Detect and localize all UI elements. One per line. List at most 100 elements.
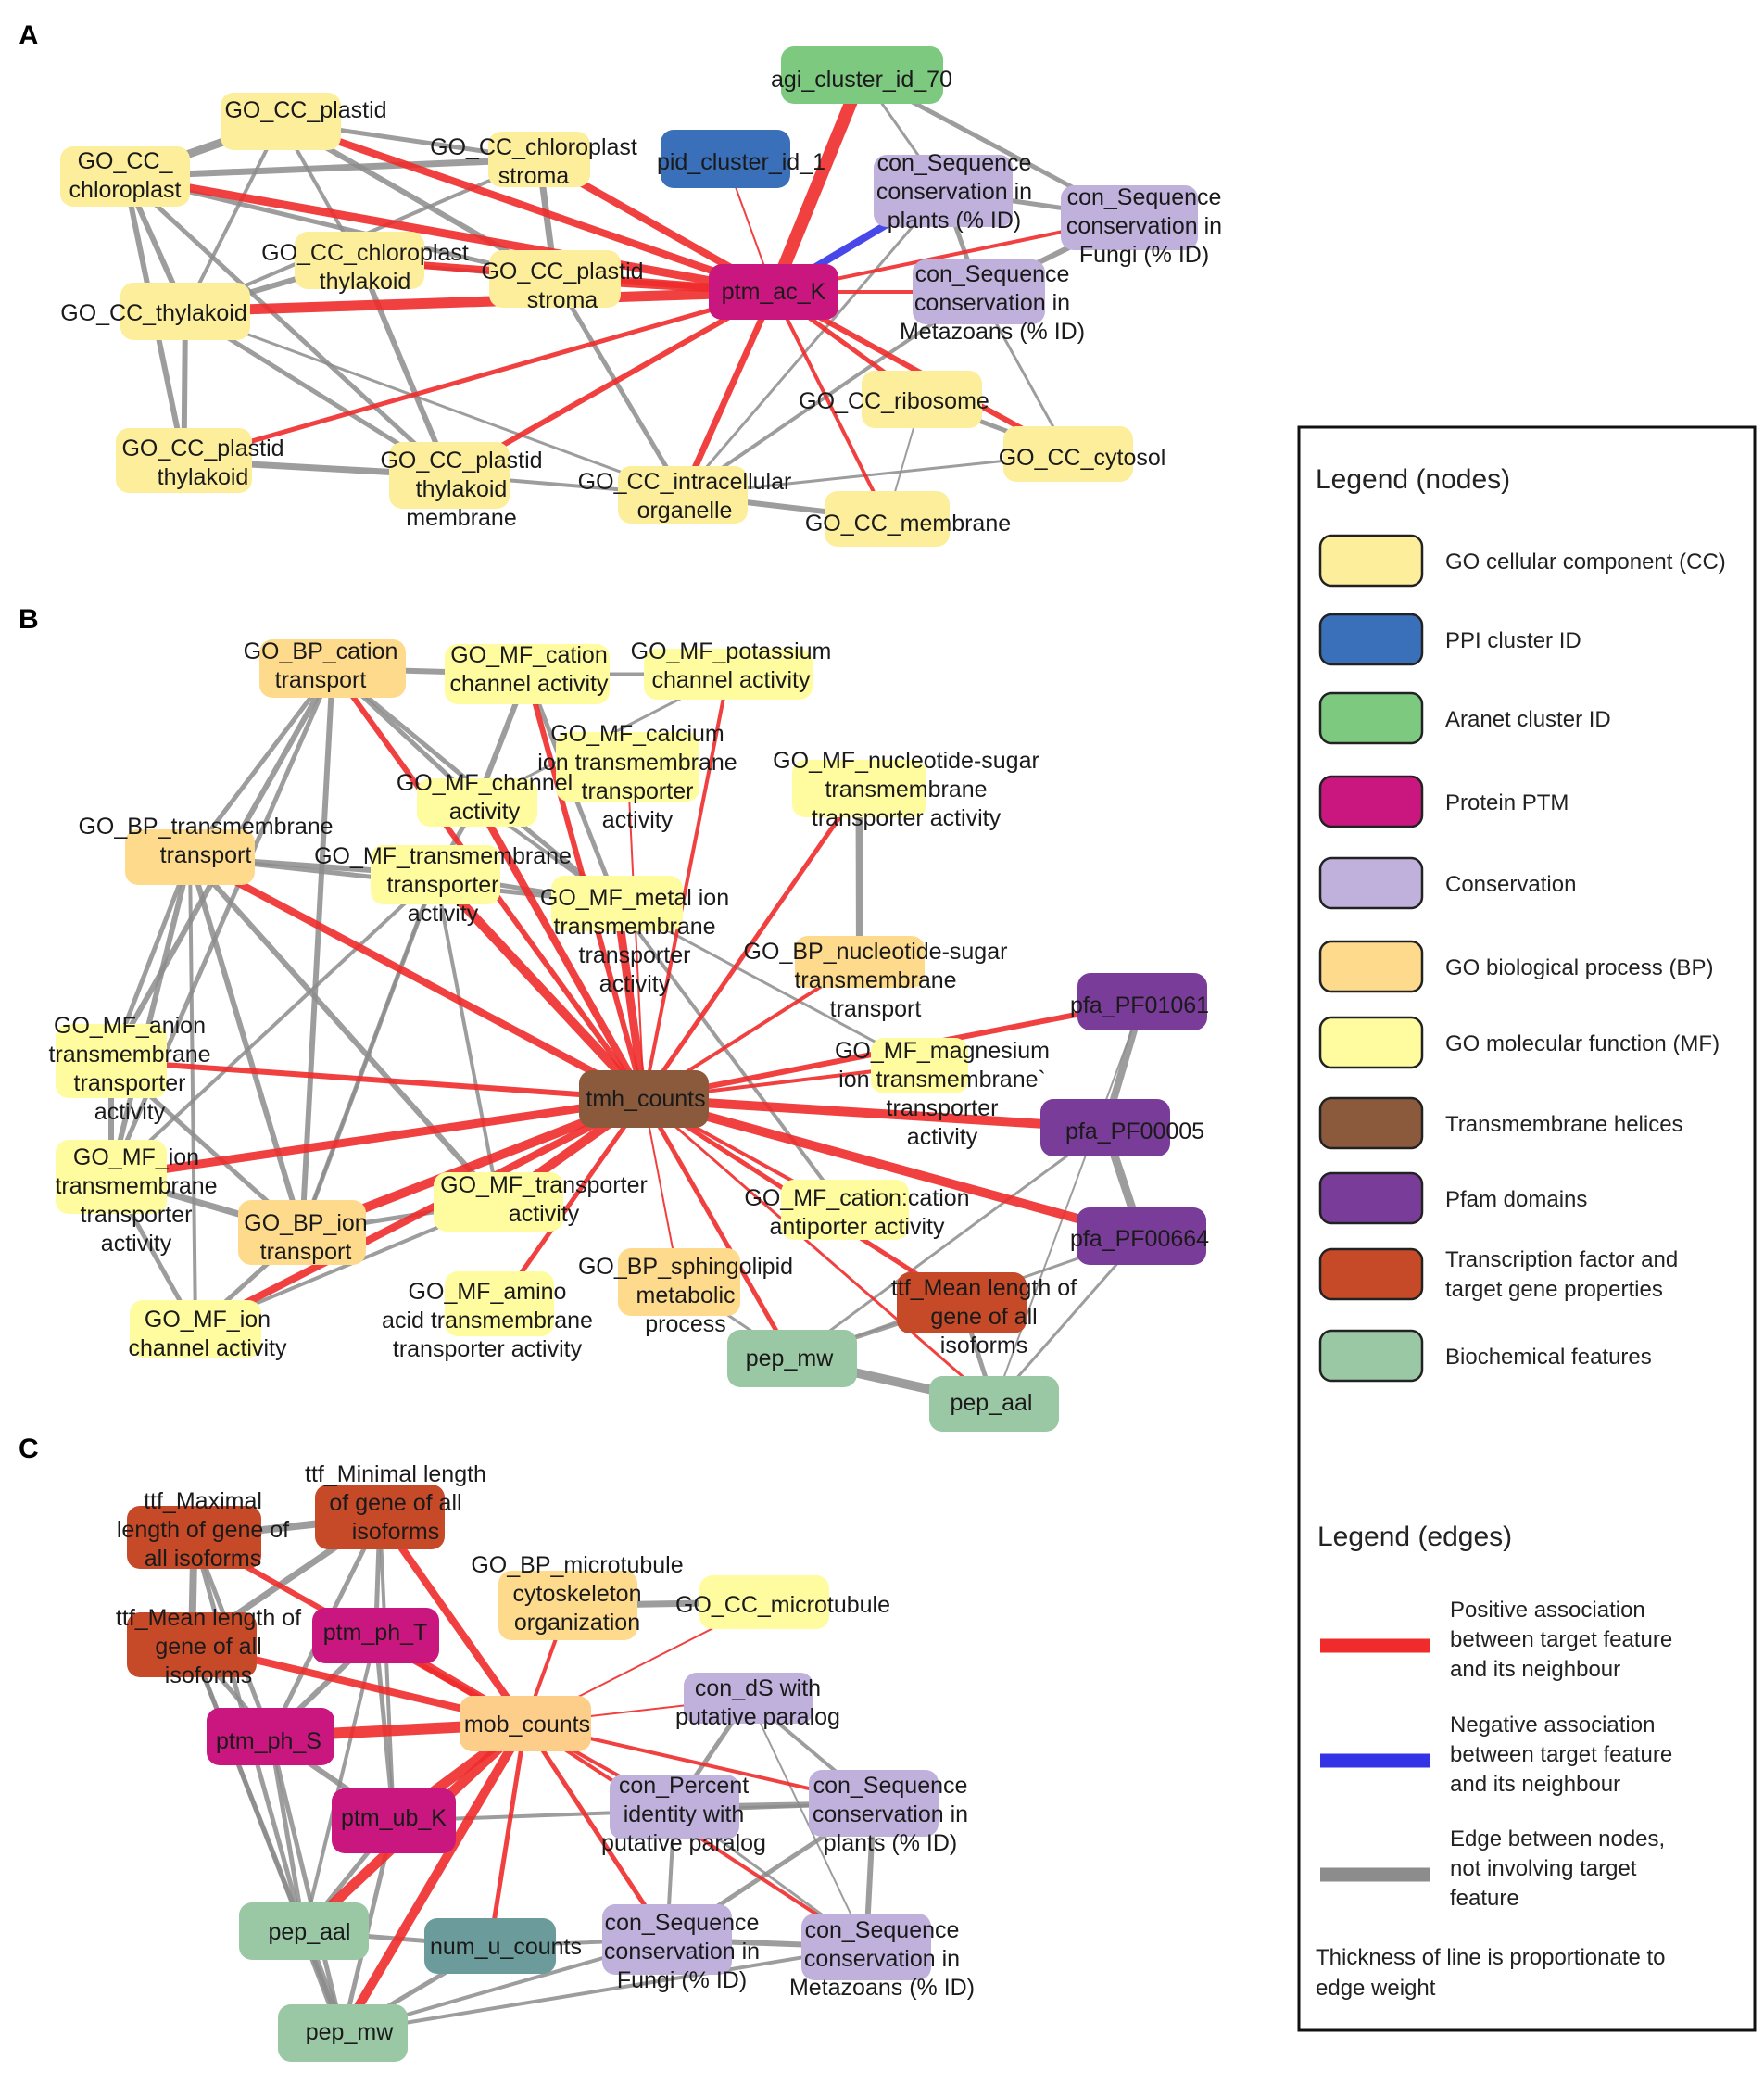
node-cc_micro[interactable]: GO_CC_microtubule bbox=[675, 1575, 890, 1629]
node-label-line: activity bbox=[907, 1124, 978, 1150]
node-pep_aalc[interactable]: pep_aal bbox=[239, 1902, 369, 1960]
node-pep_mw[interactable]: pep_mw bbox=[727, 1330, 857, 1387]
node-label-line: GO_CC_plastid bbox=[224, 97, 386, 123]
node-label-line: Metazoans (% ID) bbox=[789, 1975, 975, 2001]
node-pfa_00664[interactable]: pfa_PF00664 bbox=[1070, 1207, 1209, 1265]
legend-node-bp: GO biological process (BP) bbox=[1318, 940, 1713, 993]
legend-node-ptm: Protein PTM bbox=[1318, 775, 1569, 828]
node-ptm_ph_t[interactable]: ptm_ph_T bbox=[312, 1608, 439, 1663]
node-box bbox=[862, 371, 982, 428]
node-num_u[interactable]: num_u_counts bbox=[424, 1918, 582, 1974]
node-label-line: acid transmembrane bbox=[382, 1308, 593, 1333]
panel-a: A agi_cluster_id_70pid_cluster_id_1GO_CC… bbox=[19, 20, 1222, 547]
node-pfa_00005[interactable]: pfa_PF00005 bbox=[1040, 1099, 1204, 1156]
node-label-line: pfa_PF00664 bbox=[1070, 1226, 1209, 1252]
node-cc_plastid[interactable]: GO_CC_plastid bbox=[220, 93, 387, 150]
node-ptm_ub_k[interactable]: ptm_ub_K bbox=[332, 1788, 456, 1853]
node-cc_thylakoid[interactable]: GO_CC_thylakoid bbox=[60, 283, 250, 340]
edge-cc_plstroma-cc_intra bbox=[552, 277, 686, 497]
node-box bbox=[1003, 426, 1133, 482]
node-box bbox=[556, 732, 699, 802]
node-box bbox=[1061, 185, 1198, 250]
panel-letter-a: A bbox=[19, 20, 39, 51]
node-label-line: chloroplast bbox=[69, 177, 182, 203]
node-pep_mwc[interactable]: pep_mw bbox=[278, 2004, 408, 2062]
node-box bbox=[551, 876, 683, 931]
legend-swatch bbox=[1318, 1171, 1424, 1225]
node-label-line: pep_mw bbox=[306, 2019, 394, 2045]
node-label-line: con_Sequence bbox=[605, 1910, 760, 1936]
node-ptm_ac_k[interactable]: ptm_ac_K bbox=[709, 264, 838, 320]
edge-ttf_meanc-pep_aalc bbox=[189, 1644, 307, 1932]
node-cc_chloroplast[interactable]: GO_CC_chloroplast bbox=[60, 146, 190, 207]
node-label-line: transporter bbox=[887, 1095, 999, 1121]
legend-swatch bbox=[1318, 1016, 1424, 1069]
node-label-line: pfa_PF01061 bbox=[1070, 992, 1209, 1018]
edge-bp_tm-mf_ionch bbox=[188, 856, 197, 1330]
node-label-line: GO_MF_transporter bbox=[440, 1172, 648, 1198]
node-label-line: activity bbox=[449, 799, 521, 825]
node-label-line: activity bbox=[599, 971, 671, 997]
node-box bbox=[259, 639, 406, 698]
node-cc_membrane[interactable]: GO_CC_membrane bbox=[805, 491, 1011, 547]
node-mob[interactable]: mob_counts bbox=[460, 1696, 591, 1751]
legend-swatch bbox=[1318, 613, 1424, 666]
node-pep_aal[interactable]: pep_aal bbox=[929, 1376, 1059, 1432]
node-pfa_01061[interactable]: pfa_PF01061 bbox=[1070, 973, 1209, 1030]
node-label-line: ion transmembrane bbox=[537, 750, 737, 776]
node-ptm_ph_s[interactable]: ptm_ph_S bbox=[207, 1708, 334, 1765]
node-cc_cytosol[interactable]: GO_CC_cytosol bbox=[999, 426, 1166, 482]
node-label-line: GO_MF_magnesium bbox=[835, 1038, 1050, 1064]
legend-swatch bbox=[1318, 1096, 1424, 1150]
node-label-line: conservation in bbox=[1066, 213, 1222, 239]
node-cc_ribosome[interactable]: GO_CC_ribosome bbox=[799, 371, 989, 428]
node-agi[interactable]: agi_cluster_id_70 bbox=[771, 46, 952, 104]
node-box bbox=[618, 1248, 740, 1316]
node-tmh[interactable]: tmh_counts bbox=[579, 1070, 709, 1128]
node-pid[interactable]: pid_cluster_id_1 bbox=[657, 130, 825, 188]
